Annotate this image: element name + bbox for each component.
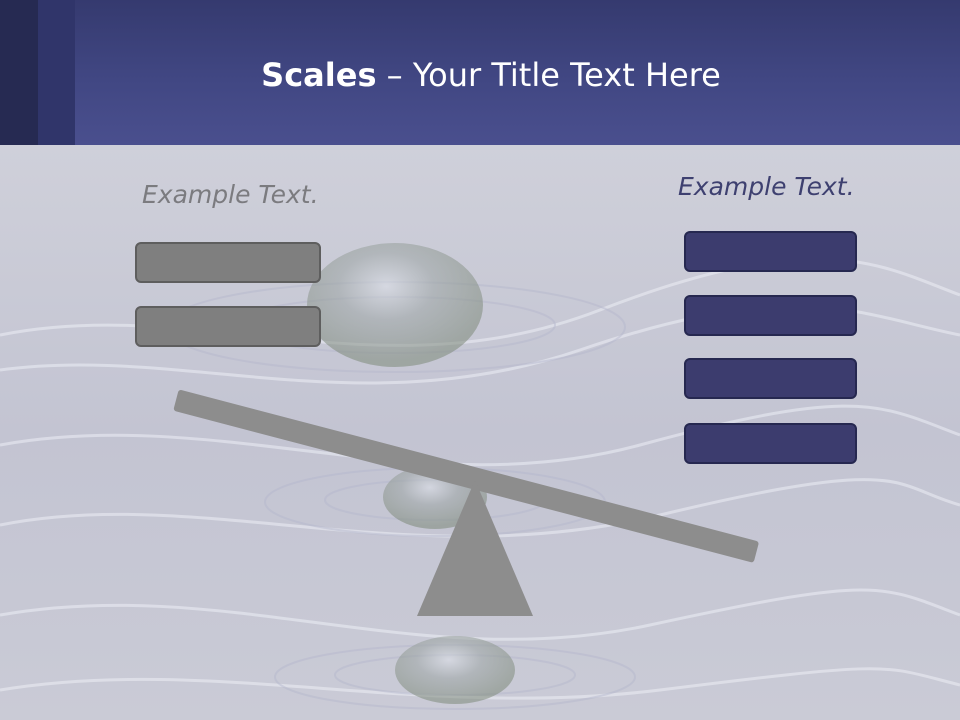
scale-fulcrum[interactable] [415,478,535,618]
right-weight-box-1[interactable] [684,231,857,272]
title-bold-word: Scales [261,56,377,94]
slide-title[interactable]: Scales – Your Title Text Here [0,54,960,96]
left-weight-box-1[interactable] [135,242,321,283]
left-example-text[interactable]: Example Text. [142,180,319,209]
right-weight-box-4[interactable] [684,423,857,464]
right-weight-box-3[interactable] [684,358,857,399]
left-weight-box-2[interactable] [135,306,321,347]
right-weight-box-2[interactable] [684,295,857,336]
title-rest: – Your Title Text Here [376,56,721,94]
header-accent-stripe-2 [38,0,75,145]
header-bar [0,0,960,145]
right-example-text[interactable]: Example Text. [678,172,855,201]
header-accent-stripe [0,0,38,145]
